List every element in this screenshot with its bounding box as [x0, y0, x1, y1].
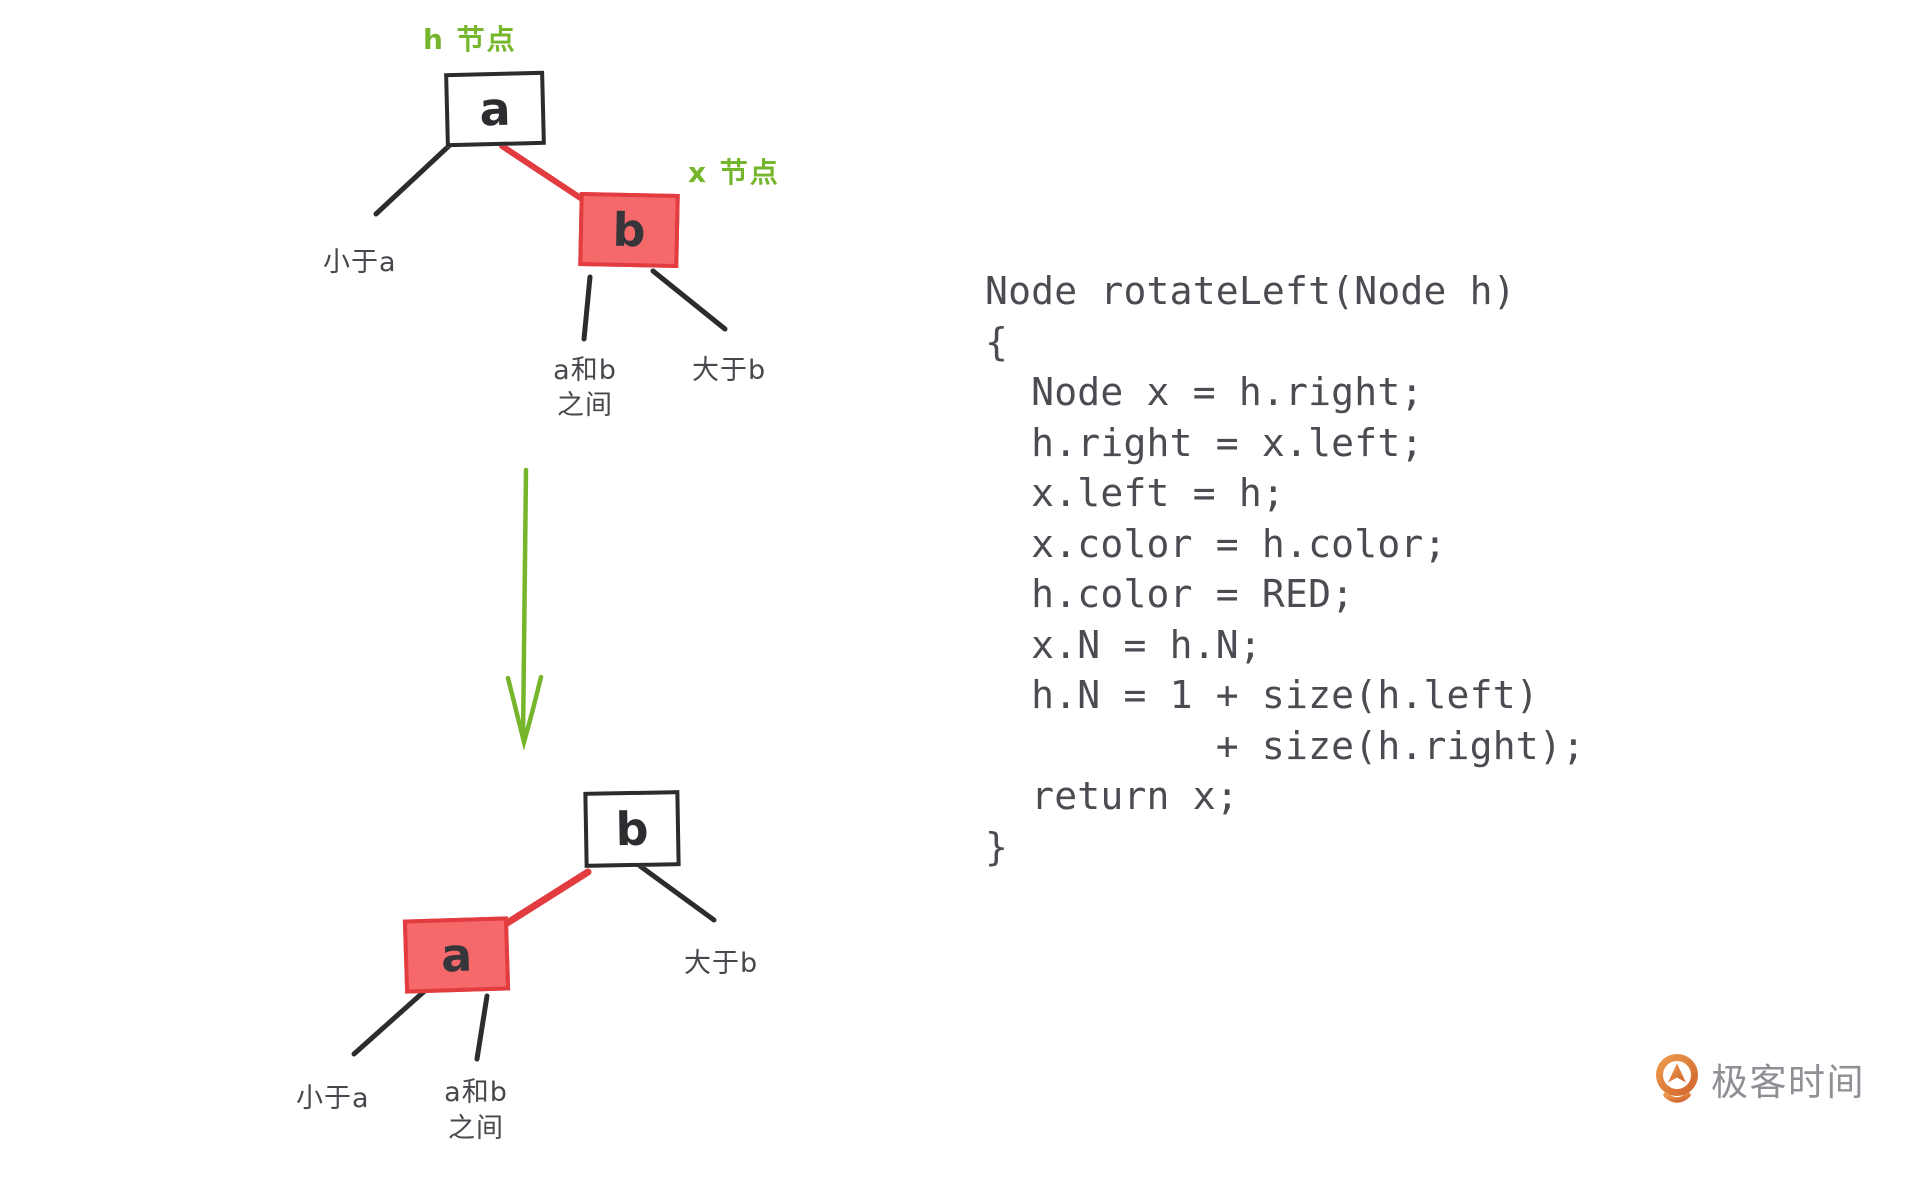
- x-node-annotation: x 节点: [688, 156, 780, 189]
- geektime-logo-text: 极客时间: [1711, 1061, 1865, 1104]
- geektime-logo: 极客时间: [1652, 1052, 1865, 1106]
- geektime-logo-icon: [1656, 1054, 1698, 1103]
- top-node-b-letter: b: [611, 202, 647, 258]
- top-label-less-than-a: 小于a: [323, 247, 397, 278]
- bottom-edge-a-left: [351, 985, 431, 1057]
- bottom-label-between-a-and-b: a和b 之间: [444, 1077, 508, 1144]
- bottom-label-greater-than-b: 大于b: [684, 948, 759, 979]
- bottom-edge-a-middle: [474, 993, 490, 1062]
- h-node-annotation: h 节点: [423, 23, 517, 56]
- bottom-label-less-than-a: 小于a: [296, 1083, 370, 1114]
- top-edge-b-middle: [581, 274, 593, 342]
- bottom-tree-node-a-red: a: [402, 916, 511, 994]
- rotate-arrow-shaft: [520, 467, 529, 741]
- top-edge-a-left: [373, 141, 454, 217]
- top-label-between-a-and-b: a和b 之间: [553, 355, 617, 421]
- top-edge-a-to-b-red: [499, 143, 585, 202]
- logo-arrow: [1668, 1063, 1686, 1083]
- bottom-node-b-letter: b: [615, 801, 649, 857]
- rotate-arrow-head: [505, 674, 544, 751]
- bottom-edge-b-right: [637, 863, 717, 923]
- rotate-left-code-listing: Node rotateLeft(Node h) { Node x = h.rig…: [985, 269, 1586, 869]
- logo-pin-tail: [1663, 1092, 1691, 1103]
- bottom-node-a-letter: a: [440, 927, 473, 983]
- top-edge-b-right: [650, 268, 728, 332]
- bottom-tree-node-b: b: [583, 790, 681, 868]
- top-node-a-letter: a: [478, 81, 512, 137]
- bottom-edge-b-to-a-red: [500, 868, 592, 929]
- top-tree-node-b-red: b: [578, 191, 680, 269]
- top-tree-node-a: a: [444, 70, 546, 148]
- top-label-greater-than-b: 大于b: [692, 355, 767, 386]
